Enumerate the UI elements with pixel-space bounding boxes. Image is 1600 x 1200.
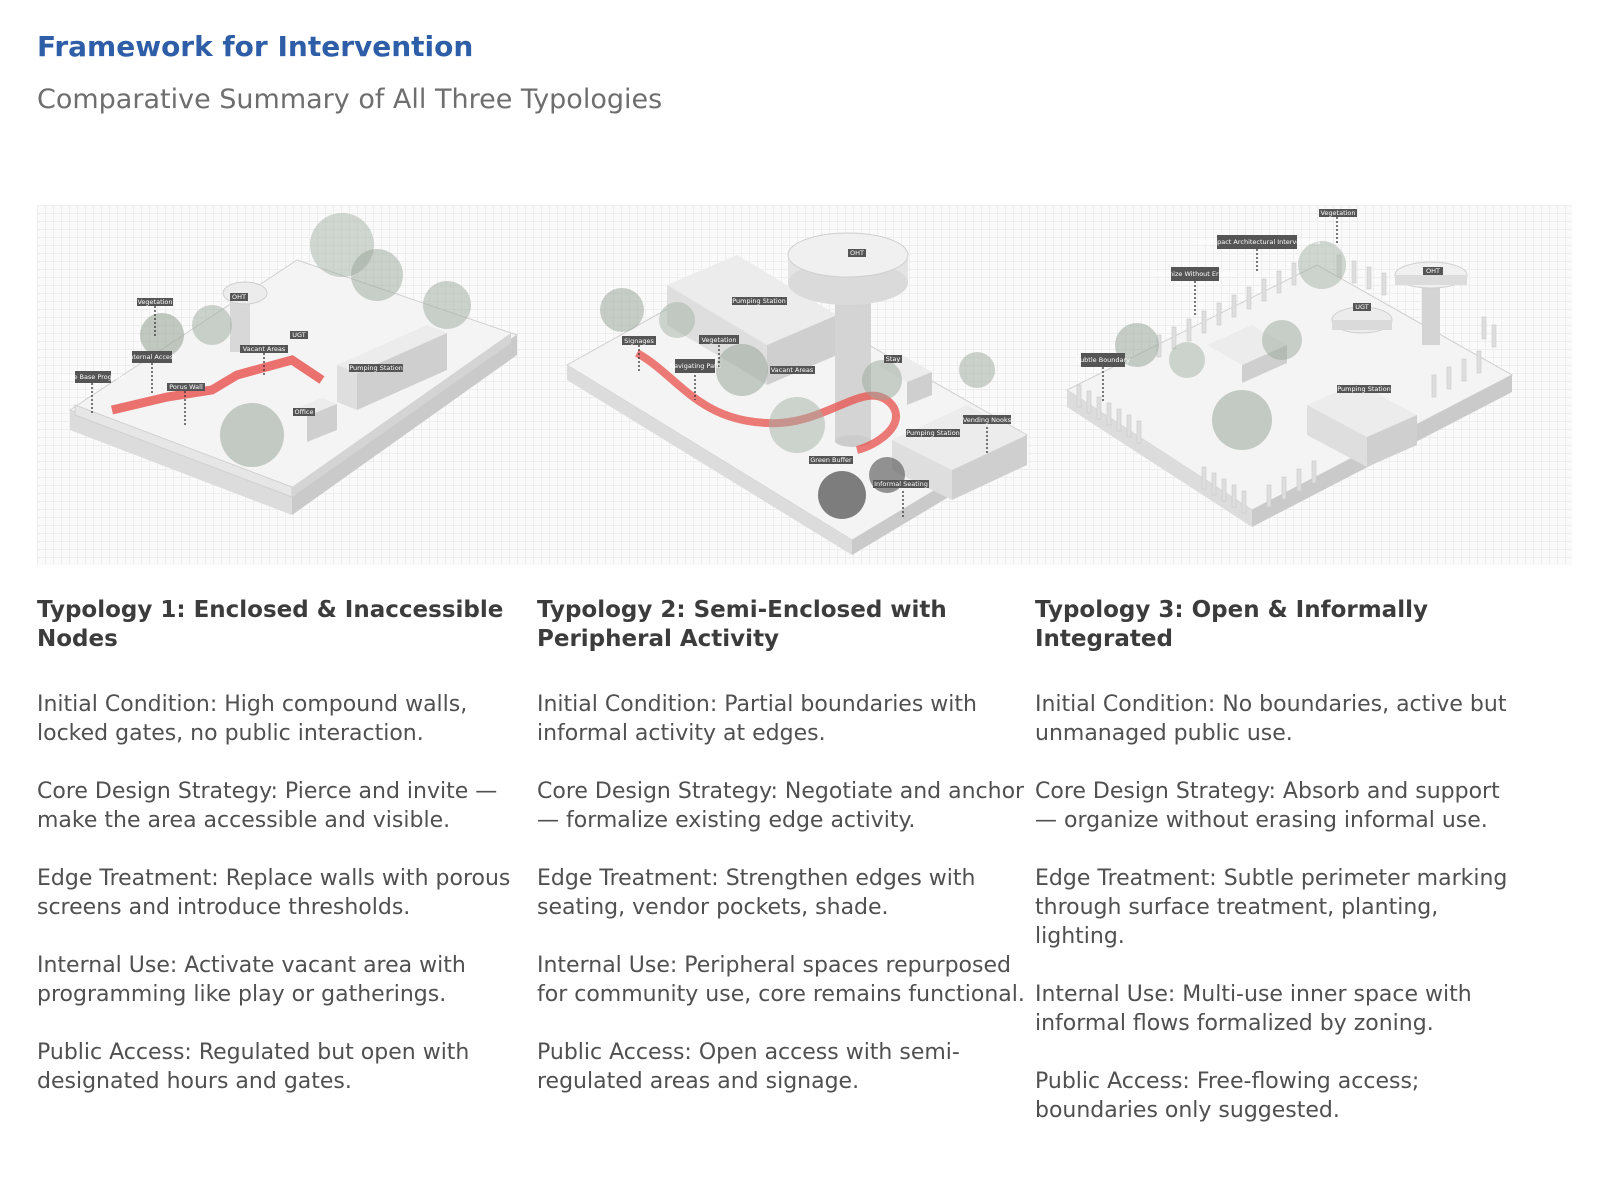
diagram-3-label-text: OHT (1426, 267, 1440, 275)
diagram-2-label-text: Vegetation (701, 336, 736, 344)
diagram-1-label: OHT (230, 293, 248, 301)
diagram-3-label-text: Vegetation (1320, 209, 1355, 217)
typology-1-edge-treatment: Edge Treatment: Replace walls with porou… (37, 866, 511, 920)
diagram-typology-3: Vegetation Low-Impact Architectural Inte… (1065, 209, 1514, 527)
diagram-3-label-text: Low-Impact Architectural Interventions (1194, 238, 1321, 246)
page-title: Framework for Intervention (37, 30, 474, 63)
typology-2-core-strategy: Core Design Strategy: Negotiate and anch… (537, 779, 1025, 833)
diagram-2-label: Vending Nooks (963, 415, 1012, 424)
diagram-2-label: Pumping Station (732, 297, 787, 305)
diagram-3-label: Vegetation (1319, 209, 1357, 217)
typology-1-core-strategy: Core Design Strategy: Pierce and invite … (37, 779, 498, 833)
typology-1-heading: Typology 1: Enclosed & Inaccessible Node… (37, 597, 504, 652)
diagram-3-label: UGT (1353, 303, 1371, 311)
diagram-3-label: Organize Without Erasure (1153, 267, 1237, 281)
diagram-2-label-text: Pumping Station (906, 429, 960, 437)
diagram-1-label: Office (293, 408, 315, 416)
diagram-1-label-text: OHT (232, 293, 246, 301)
diagram-3-label: OHT (1423, 267, 1443, 275)
typology-2-internal-use: Internal Use: Peripheral spaces repurpos… (537, 953, 1025, 1007)
typology-1-public-access: Public Access: Regulated but open with d… (37, 1040, 470, 1094)
diagram-1-label-text: Office (295, 408, 314, 416)
diagram-1-label: Porus Wall (167, 383, 205, 391)
diagram-2-label-text: Informal Seating (874, 480, 928, 488)
diagram-1-label-text: Internal Access (127, 353, 177, 361)
typology-1-internal-use: Internal Use: Activate vacant area with … (37, 953, 466, 1007)
diagram-3-label-text: Organize Without Erasure (1153, 270, 1236, 278)
diagram-2-label: Green Buffer (809, 456, 853, 464)
diagram-3-label: Subtle Boundary (1076, 353, 1130, 367)
diagram-2-label: Stay (884, 355, 902, 363)
typology-2-column: Typology 2: Semi-Enclosed with Periphera… (537, 596, 1029, 1125)
diagram-2-label-text: OHT (850, 249, 864, 257)
typology-2-initial-condition: Initial Condition: Partial boundaries wi… (537, 692, 977, 746)
diagram-typology-1: Vegetation OHT UGT Vacant Areas Internal… (61, 213, 519, 515)
diagram-2-label: OHT (848, 249, 866, 257)
diagram-2-label-text: Vacant Areas (771, 366, 814, 374)
diagram-3-label-text: Pumping Station (1337, 385, 1391, 393)
diagram-1-label: UGT (290, 331, 308, 339)
typology-3-column: Typology 3: Open & Informally Integrated… (1035, 596, 1527, 1154)
diagram-3-label-text: UGT (1355, 303, 1369, 311)
diagram-3-label: Low-Impact Architectural Interventions (1194, 235, 1321, 249)
diagram-1-label: Vegetation (137, 298, 173, 306)
diagram-2-label-text: Vending Nooks (963, 416, 1012, 424)
diagram-2-label-text: Green Buffer (810, 456, 852, 464)
diagram-2-label: Signages (622, 336, 656, 345)
diagram-1-label-text: Edge Base Program (61, 373, 125, 381)
diagram-1-label-text: UGT (292, 331, 306, 339)
diagram-1-label: Pumping Station (349, 364, 403, 372)
diagram-2-label: Vacant Areas (770, 366, 815, 374)
diagram-3-label-text: Subtle Boundary (1076, 356, 1130, 364)
diagram-3-label: Pumping Station (1337, 385, 1391, 393)
diagram-2-label: Pumping Station (906, 429, 960, 437)
diagram-2-label-text: Pumping Station (732, 297, 786, 305)
typology-2-heading: Typology 2: Semi-Enclosed with Periphera… (537, 597, 947, 652)
typology-2-public-access: Public Access: Open access with semi-reg… (537, 1040, 960, 1094)
diagram-1-label: Edge Base Program (61, 371, 125, 383)
typology-1-column: Typology 1: Enclosed & Inaccessible Node… (37, 596, 529, 1125)
diagram-1-label-text: Porus Wall (169, 383, 203, 391)
diagram-2-label: Navigating Path (669, 359, 721, 373)
typology-3-edge-treatment: Edge Treatment: Subtle perimeter marking… (1035, 866, 1508, 949)
typology-2-edge-treatment: Edge Treatment: Strengthen edges with se… (537, 866, 976, 920)
typology-3-public-access: Public Access: Free-flowing access; boun… (1035, 1069, 1420, 1123)
diagram-1-label-text: Pumping Station (349, 364, 403, 372)
typology-3-core-strategy: Core Design Strategy: Absorb and support… (1035, 779, 1500, 833)
diagram-1-label: Internal Access (127, 351, 177, 363)
typology-1-initial-condition: Initial Condition: High compound walls, … (37, 692, 468, 746)
diagram-2-label: Informal Seating (873, 480, 929, 488)
typology-3-heading: Typology 3: Open & Informally Integrated (1035, 597, 1428, 652)
diagram-2-label-text: Navigating Path (669, 362, 721, 370)
diagram-2-label-text: Signages (624, 337, 654, 345)
diagram-1-label-text: Vacant Areas (243, 345, 286, 353)
diagram-1-label-text: Vegetation (137, 298, 172, 306)
typology-3-internal-use: Internal Use: Multi-use inner space with… (1035, 982, 1472, 1036)
diagram-2-label-text: Stay (886, 355, 901, 363)
typology-3-initial-condition: Initial Condition: No boundaries, active… (1035, 692, 1507, 746)
typology-axonometric-figure: Vegetation OHT UGT Vacant Areas Internal… (37, 205, 1572, 565)
diagram-2-label: Vegetation (699, 335, 739, 344)
diagram-typology-2: OHT Pumping Station Signages Vegetation … (566, 232, 1028, 555)
diagram-1-label: Vacant Areas (240, 345, 288, 353)
page-subtitle: Comparative Summary of All Three Typolog… (37, 84, 663, 115)
axonometric-drawings: Vegetation OHT UGT Vacant Areas Internal… (61, 209, 1514, 555)
